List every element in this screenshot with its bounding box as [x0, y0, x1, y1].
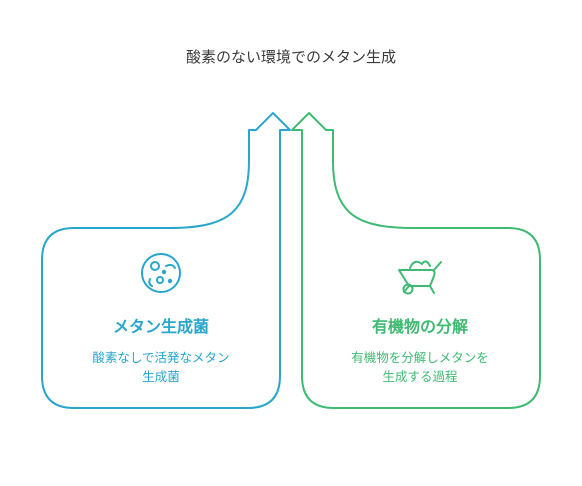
- card-title-methanogens: メタン生成菌: [112, 317, 209, 336]
- page-title: 酸素のない環境でのメタン生成: [185, 48, 396, 66]
- microbe-icon: [141, 253, 181, 293]
- desc-line: 酸素なしで活発なメタン: [92, 350, 230, 365]
- desc-line: 有機物を分解しメタンを: [351, 350, 489, 365]
- wheelbarrow-icon: [398, 260, 442, 295]
- desc-line: 生成菌: [142, 369, 180, 384]
- desc-line: 生成する過程: [382, 369, 458, 384]
- card-desc-methanogens: 酸素なしで活発なメタン 生成菌: [46, 348, 276, 386]
- left-card-outline: [41, 112, 291, 409]
- card-desc-decomposition: 有機物を分解しメタンを 生成する過程: [305, 348, 535, 386]
- card-title-decomposition: 有機物の分解: [371, 317, 468, 336]
- right-card-outline: [291, 112, 541, 409]
